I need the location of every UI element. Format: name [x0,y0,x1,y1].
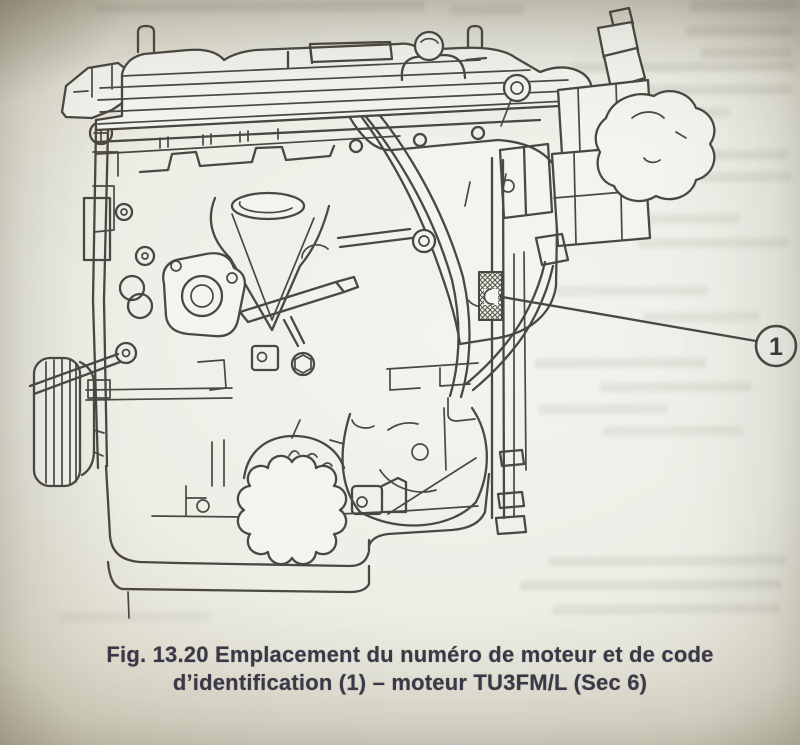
engine-mount [341,362,488,527]
callout: 1 [499,294,798,368]
callout-number: 1 [769,333,783,361]
cylinder-head [94,118,542,174]
oil-filler-cap [413,30,445,62]
dipstick-tube [28,352,122,396]
lifting-eyelet [502,73,532,103]
distributor-hose [464,260,555,392]
fuel-pump-blob [594,90,716,203]
timing-end-pulley [236,434,348,566]
engine-lift-bracket [60,61,133,120]
valve-cover [94,24,594,132]
exhaust-manifold-shield [209,191,331,332]
crankshaft-pulley [32,356,105,488]
id-plate [478,271,503,321]
figure-caption: Fig. 13.20 Emplacement du numéro de mote… [50,641,770,697]
caption-line-1: Fig. 13.20 Emplacement du numéro de mote… [106,642,714,667]
oil-sump [104,464,491,619]
timing-cover-edge [490,156,528,536]
intake-manifold [301,82,560,346]
caption-line-2: d’identification (1) – moteur TU3FM/L (S… [172,670,648,695]
leader-line [500,295,758,343]
block-details [28,245,479,518]
callout-circle [754,324,798,368]
water-pump [162,252,247,338]
